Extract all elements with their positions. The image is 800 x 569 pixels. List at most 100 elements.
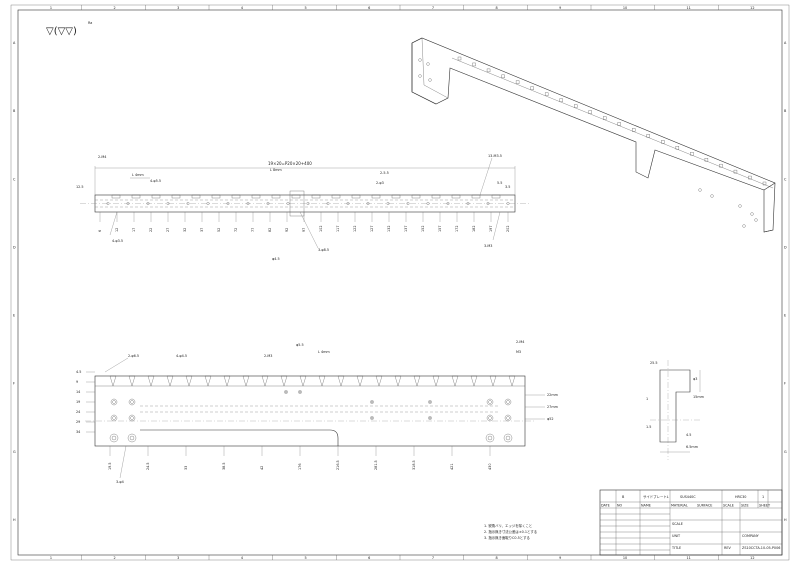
zone-row-left: B (13, 109, 16, 113)
zone-row-left: G (13, 450, 16, 454)
zone-col-top: 7 (432, 6, 434, 10)
front-left-label: 29 (76, 420, 80, 424)
front-right-label: 27mm (547, 405, 559, 409)
zone-col-bottom: 5 (305, 556, 307, 560)
front-left-label: 19 (76, 400, 80, 404)
top-dim-label: 132 (387, 226, 391, 232)
front-bottom-dim: 42 (260, 466, 264, 470)
top-dim-label: 72 (234, 228, 238, 232)
zone-row-right: B (784, 109, 787, 113)
section-label: 25.5 (650, 361, 658, 365)
top-dim-label: 152 (421, 226, 425, 232)
top-leader-c: 3-φ8.5 (318, 248, 329, 252)
top-leader-b: 2-M4 (98, 155, 106, 159)
zone-row-right: A (784, 41, 787, 45)
front-bottom-dim: 281.5 (374, 460, 378, 470)
top-dim-label: 197 (489, 226, 493, 232)
zone-row-left: H (13, 518, 16, 522)
front-left-label: 24 (76, 410, 80, 414)
tb-row2-cell: SURFACE (697, 504, 712, 508)
zone-col-bottom: 6 (368, 556, 370, 560)
isometric-view (411, 37, 776, 233)
tb-row2-cell: SCALE (723, 504, 734, 508)
sheet-border (17, 9, 783, 556)
front-hole-c: 2-M3 (264, 354, 272, 358)
zone-col-bottom: 1 (50, 556, 52, 560)
top-dim-label: 6 (98, 230, 102, 232)
top-dim-label: 82 (268, 228, 272, 232)
note-1: 1. 鋭角バリ、エッジを除くこと (484, 523, 532, 528)
tb-qty: 1 (762, 495, 764, 499)
top-hole-d: 4-φ3.5 (112, 239, 123, 243)
tb-row2-cell: SHEET (759, 504, 771, 508)
zone-col-bottom: 9 (559, 556, 561, 560)
zone-col-bottom: 8 (496, 556, 498, 560)
front-left-label: 34 (76, 430, 80, 434)
top-depth-a: L 4mm (132, 173, 144, 177)
tb-row2-cell: MATERIAL (671, 504, 688, 508)
surface-finish-sup: Ra (88, 21, 92, 25)
top-dim-label: 122 (353, 226, 357, 232)
sheet-outer-border (10, 4, 790, 561)
zone-col-bottom: 7 (432, 556, 434, 560)
zone-col-bottom: 10 (623, 556, 627, 560)
zone-row-right: G (784, 450, 787, 454)
front-right-label: 22mm (547, 393, 559, 397)
front-left-label: 14 (76, 390, 80, 394)
tb-item: B (622, 495, 625, 499)
front-bottom-dim: 33 (184, 466, 188, 470)
front-bottom-dim: 318.5 (412, 460, 416, 470)
front-depth: L 4mm (318, 350, 330, 354)
front-bottom-dim: 216.5 (336, 460, 340, 470)
front-right-label: φ52 (547, 417, 554, 421)
zone-col-bottom: 4 (241, 556, 243, 560)
top-pitch-note: 19×20=P20×20+400 (268, 161, 312, 166)
zone-col-bottom: 2 (114, 556, 116, 560)
top-dim-label: 12 (115, 228, 119, 232)
zone-col-top: 3 (177, 6, 179, 10)
front-left-label: 4.5 (76, 370, 81, 374)
top-dim-label: 172 (455, 226, 459, 232)
top-small-b: 3.5 (505, 185, 510, 189)
front-bottom-dim: 38.5 (222, 462, 226, 470)
tb-row2-cell: SIZE (741, 504, 749, 508)
front-circle-note: 3-φ4 (116, 480, 124, 484)
zone-col-top: 5 (305, 6, 307, 10)
zone-row-right: H (784, 518, 787, 522)
section-label: 1.5 (646, 425, 651, 429)
front-hole-a: 2-φ6.5 (128, 354, 139, 358)
top-dim-label: 202 (506, 226, 510, 232)
top-dim-label: 37 (200, 228, 204, 232)
top-hole-e: 3-M3 (484, 244, 492, 248)
zone-col-top: 1 (50, 6, 52, 10)
top-dim-label: 22 (149, 228, 153, 232)
note-3: 3. 指示無き面取りC0.5とする (484, 535, 530, 540)
zone-col-bottom: 11 (687, 556, 691, 560)
zone-col-top: 4 (241, 6, 243, 10)
top-small-a: 5.5 (497, 181, 502, 185)
zone-col-top: 9 (559, 6, 561, 10)
tb-scale-label: SCALE (672, 522, 683, 526)
top-hole-c: 2-φ3 (376, 181, 384, 185)
tb-part-no: ZS10CCTA-10-05-P006 (742, 546, 780, 550)
front-ref: φ5.5 (296, 343, 304, 347)
zone-row-left: F (13, 382, 15, 386)
section-label: 4.5 (686, 433, 691, 437)
front-hole-b: 4-φ4.5 (176, 354, 187, 358)
tb-title-label: TITLE (671, 546, 681, 550)
top-dim-label: 157 (438, 226, 442, 232)
zone-row-left: C (13, 177, 16, 181)
zone-col-top: 8 (496, 6, 498, 10)
tb-rev: REV (724, 546, 731, 550)
zone-col-bottom: 3 (177, 556, 179, 560)
tb-material: SUS440C (680, 495, 696, 499)
zone-col-top: 10 (623, 6, 627, 10)
top-dim-label: 27 (166, 228, 170, 232)
zone-col-top: 6 (368, 6, 370, 10)
zone-col-top: 12 (750, 6, 754, 10)
